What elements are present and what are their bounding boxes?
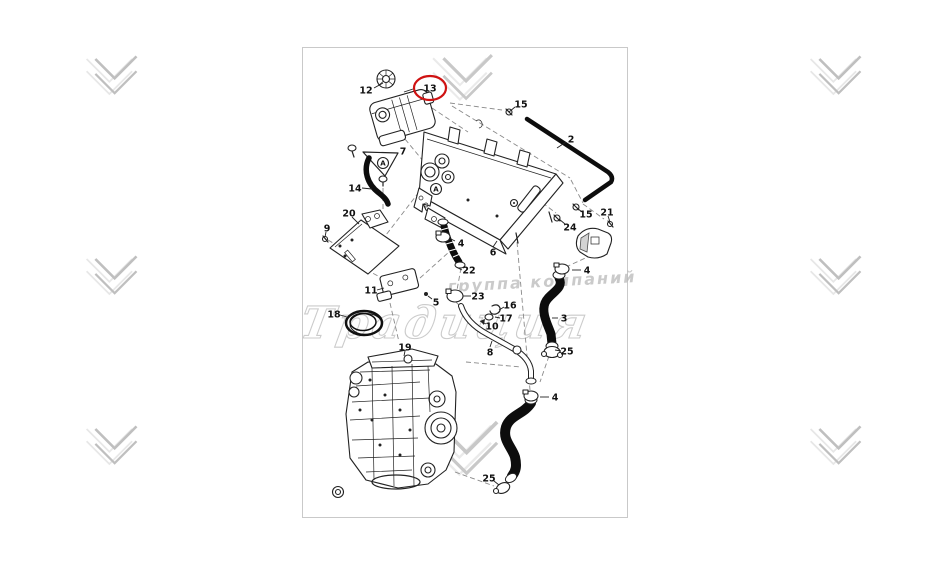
assembly-marker-circle <box>376 156 390 170</box>
part-label: 15 <box>579 210 592 221</box>
label-leader-line <box>492 240 498 248</box>
label-leader-line <box>448 237 456 242</box>
label-leader-line <box>576 207 583 213</box>
part-label: 18 <box>327 310 341 321</box>
hose-14-art <box>363 155 391 207</box>
part-label: 5 <box>433 298 440 309</box>
part-label: 12 <box>359 86 372 97</box>
label-leader-line <box>351 216 360 225</box>
label-leader-line <box>339 314 348 318</box>
part-label: 8 <box>487 348 494 359</box>
leader-arrowhead <box>480 319 485 325</box>
label-leader-line <box>361 187 373 190</box>
part-label: 25 <box>482 474 495 485</box>
radiator-art <box>413 119 564 255</box>
label-leader-line <box>607 215 611 223</box>
part-label: 6 <box>490 248 497 259</box>
cover-art <box>575 227 613 259</box>
label-leader-line <box>508 106 516 113</box>
label-leader-line <box>493 480 500 486</box>
bracket-20-art <box>329 209 400 275</box>
part-label: 25 <box>560 347 573 358</box>
part-label: 10 <box>485 322 499 333</box>
clamp-4c-art <box>522 389 539 402</box>
label-leader-line <box>376 287 385 291</box>
part-label: 23 <box>471 292 484 303</box>
part-label: 15 <box>514 100 527 111</box>
clamp-25a-art <box>540 345 564 359</box>
part-label: 11 <box>364 286 377 297</box>
label-leader-line <box>403 88 414 93</box>
assembly-marker-circle <box>429 182 443 196</box>
part-label: 4 <box>458 239 465 250</box>
label-leader-line <box>324 231 327 238</box>
watermark-text: Традиция группа компаний <box>296 267 637 349</box>
label-leader-line <box>455 266 463 271</box>
part-label: 24 <box>563 223 577 234</box>
part-label: 22 <box>462 266 475 277</box>
part-label: 3 <box>561 314 568 325</box>
clamp-25b-art <box>492 482 511 495</box>
label-leader-line <box>403 350 406 357</box>
label-leader-line <box>494 316 501 319</box>
hose-2-art <box>524 116 615 203</box>
diagram-border <box>302 47 628 518</box>
highlight-circle <box>412 74 448 102</box>
label-leader-line <box>427 295 433 300</box>
part-label: 9 <box>324 224 331 235</box>
engine-art <box>331 348 458 499</box>
clamp-23-art <box>445 288 464 303</box>
assembly-marker-letter: A <box>433 186 439 194</box>
label-leader-line <box>373 82 384 89</box>
fitting-16-17-art <box>484 304 501 321</box>
part-label: 2 <box>568 135 575 146</box>
label-leader-line <box>554 349 562 352</box>
logo-chevron-watermarks <box>85 54 862 466</box>
part-label: 20 <box>342 209 356 220</box>
assembly-marker-letter: A <box>380 160 386 168</box>
part-label: 7 <box>400 147 407 158</box>
part-label: 17 <box>499 314 512 325</box>
clamp-4a-art <box>435 230 451 243</box>
label-leader-line <box>489 340 493 348</box>
clamp-4b-art <box>553 262 570 275</box>
hose-1-art <box>500 395 538 484</box>
label-leader-line <box>558 218 566 225</box>
label-leader-line <box>498 306 505 311</box>
pipe-8-art <box>458 303 537 385</box>
part-label: 13 <box>423 84 436 95</box>
part-label: 21 <box>600 208 613 219</box>
part-label: 19 <box>398 343 411 354</box>
label-leader-line <box>556 141 567 149</box>
bracket-11-art <box>376 268 420 302</box>
part-label: 4 <box>552 393 559 404</box>
part-label: 14 <box>348 184 362 195</box>
mount-triangle-art <box>347 144 399 187</box>
ring-18-art <box>344 309 384 337</box>
part-label: 4 <box>584 266 591 277</box>
part-label: 16 <box>503 301 517 312</box>
